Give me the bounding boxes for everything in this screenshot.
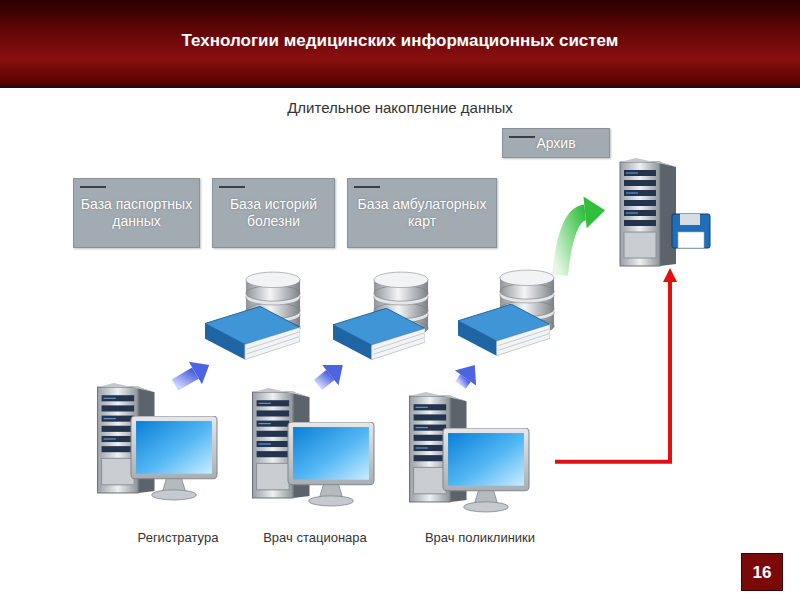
panel-text: База паспортных данных	[80, 196, 193, 230]
panel-mark	[219, 186, 245, 188]
panel-body: Архив	[536, 135, 575, 152]
data-link	[555, 268, 677, 462]
arrow-head	[322, 365, 343, 385]
page-number: 16	[741, 553, 783, 591]
arrow-head	[189, 362, 209, 384]
workstation-label: Врач стационара	[240, 530, 390, 545]
database-node: База амбулаторных карт	[347, 178, 560, 365]
workstation: Врач стационара	[240, 385, 390, 545]
label-panel: База историй болезни	[212, 178, 335, 248]
floppy-disk	[672, 214, 710, 248]
arrow-shaft	[461, 378, 466, 385]
workstation-label: Регистратура	[103, 530, 253, 545]
transfer-arrow	[455, 365, 476, 386]
page-title: Технологии медицинских информационных си…	[0, 31, 800, 51]
panel-body: База паспортных данных	[80, 196, 193, 230]
workstation: Врач поликлиники	[405, 385, 555, 545]
panel-mark	[509, 136, 535, 138]
panel-text: База историй болезни	[219, 196, 328, 230]
label-panel: База амбулаторных карт	[347, 178, 497, 248]
transfer-arrow	[318, 365, 343, 385]
arrow-head	[455, 365, 476, 386]
label-panel: База паспортных данных	[73, 178, 200, 248]
panel-text: База амбулаторных карт	[354, 196, 490, 230]
header-bar: Технологии медицинских информационных си…	[0, 0, 800, 88]
workstation-label: Врач поликлиники	[405, 530, 555, 545]
panel-mark	[354, 186, 380, 188]
panel-body: База амбулаторных карт	[354, 196, 490, 230]
panel-mark	[80, 186, 106, 188]
subtitle: Длительное накопление данных	[0, 99, 800, 116]
arrow-shaft	[175, 373, 195, 385]
arrow-shaft	[555, 282, 670, 462]
archive-server: Архив	[605, 155, 720, 268]
transfer-arrow	[560, 196, 605, 275]
label-panel: Архив	[502, 128, 610, 158]
panel-body: База историй болезни	[219, 196, 328, 230]
transfer-arrow	[175, 362, 209, 385]
arrow-shaft	[318, 375, 330, 385]
arrow-head	[583, 196, 605, 228]
arrow-shaft	[560, 212, 585, 275]
arrow-head	[663, 268, 677, 282]
workstation: Регистратура	[103, 385, 253, 545]
panel-text: Архив	[536, 135, 575, 152]
